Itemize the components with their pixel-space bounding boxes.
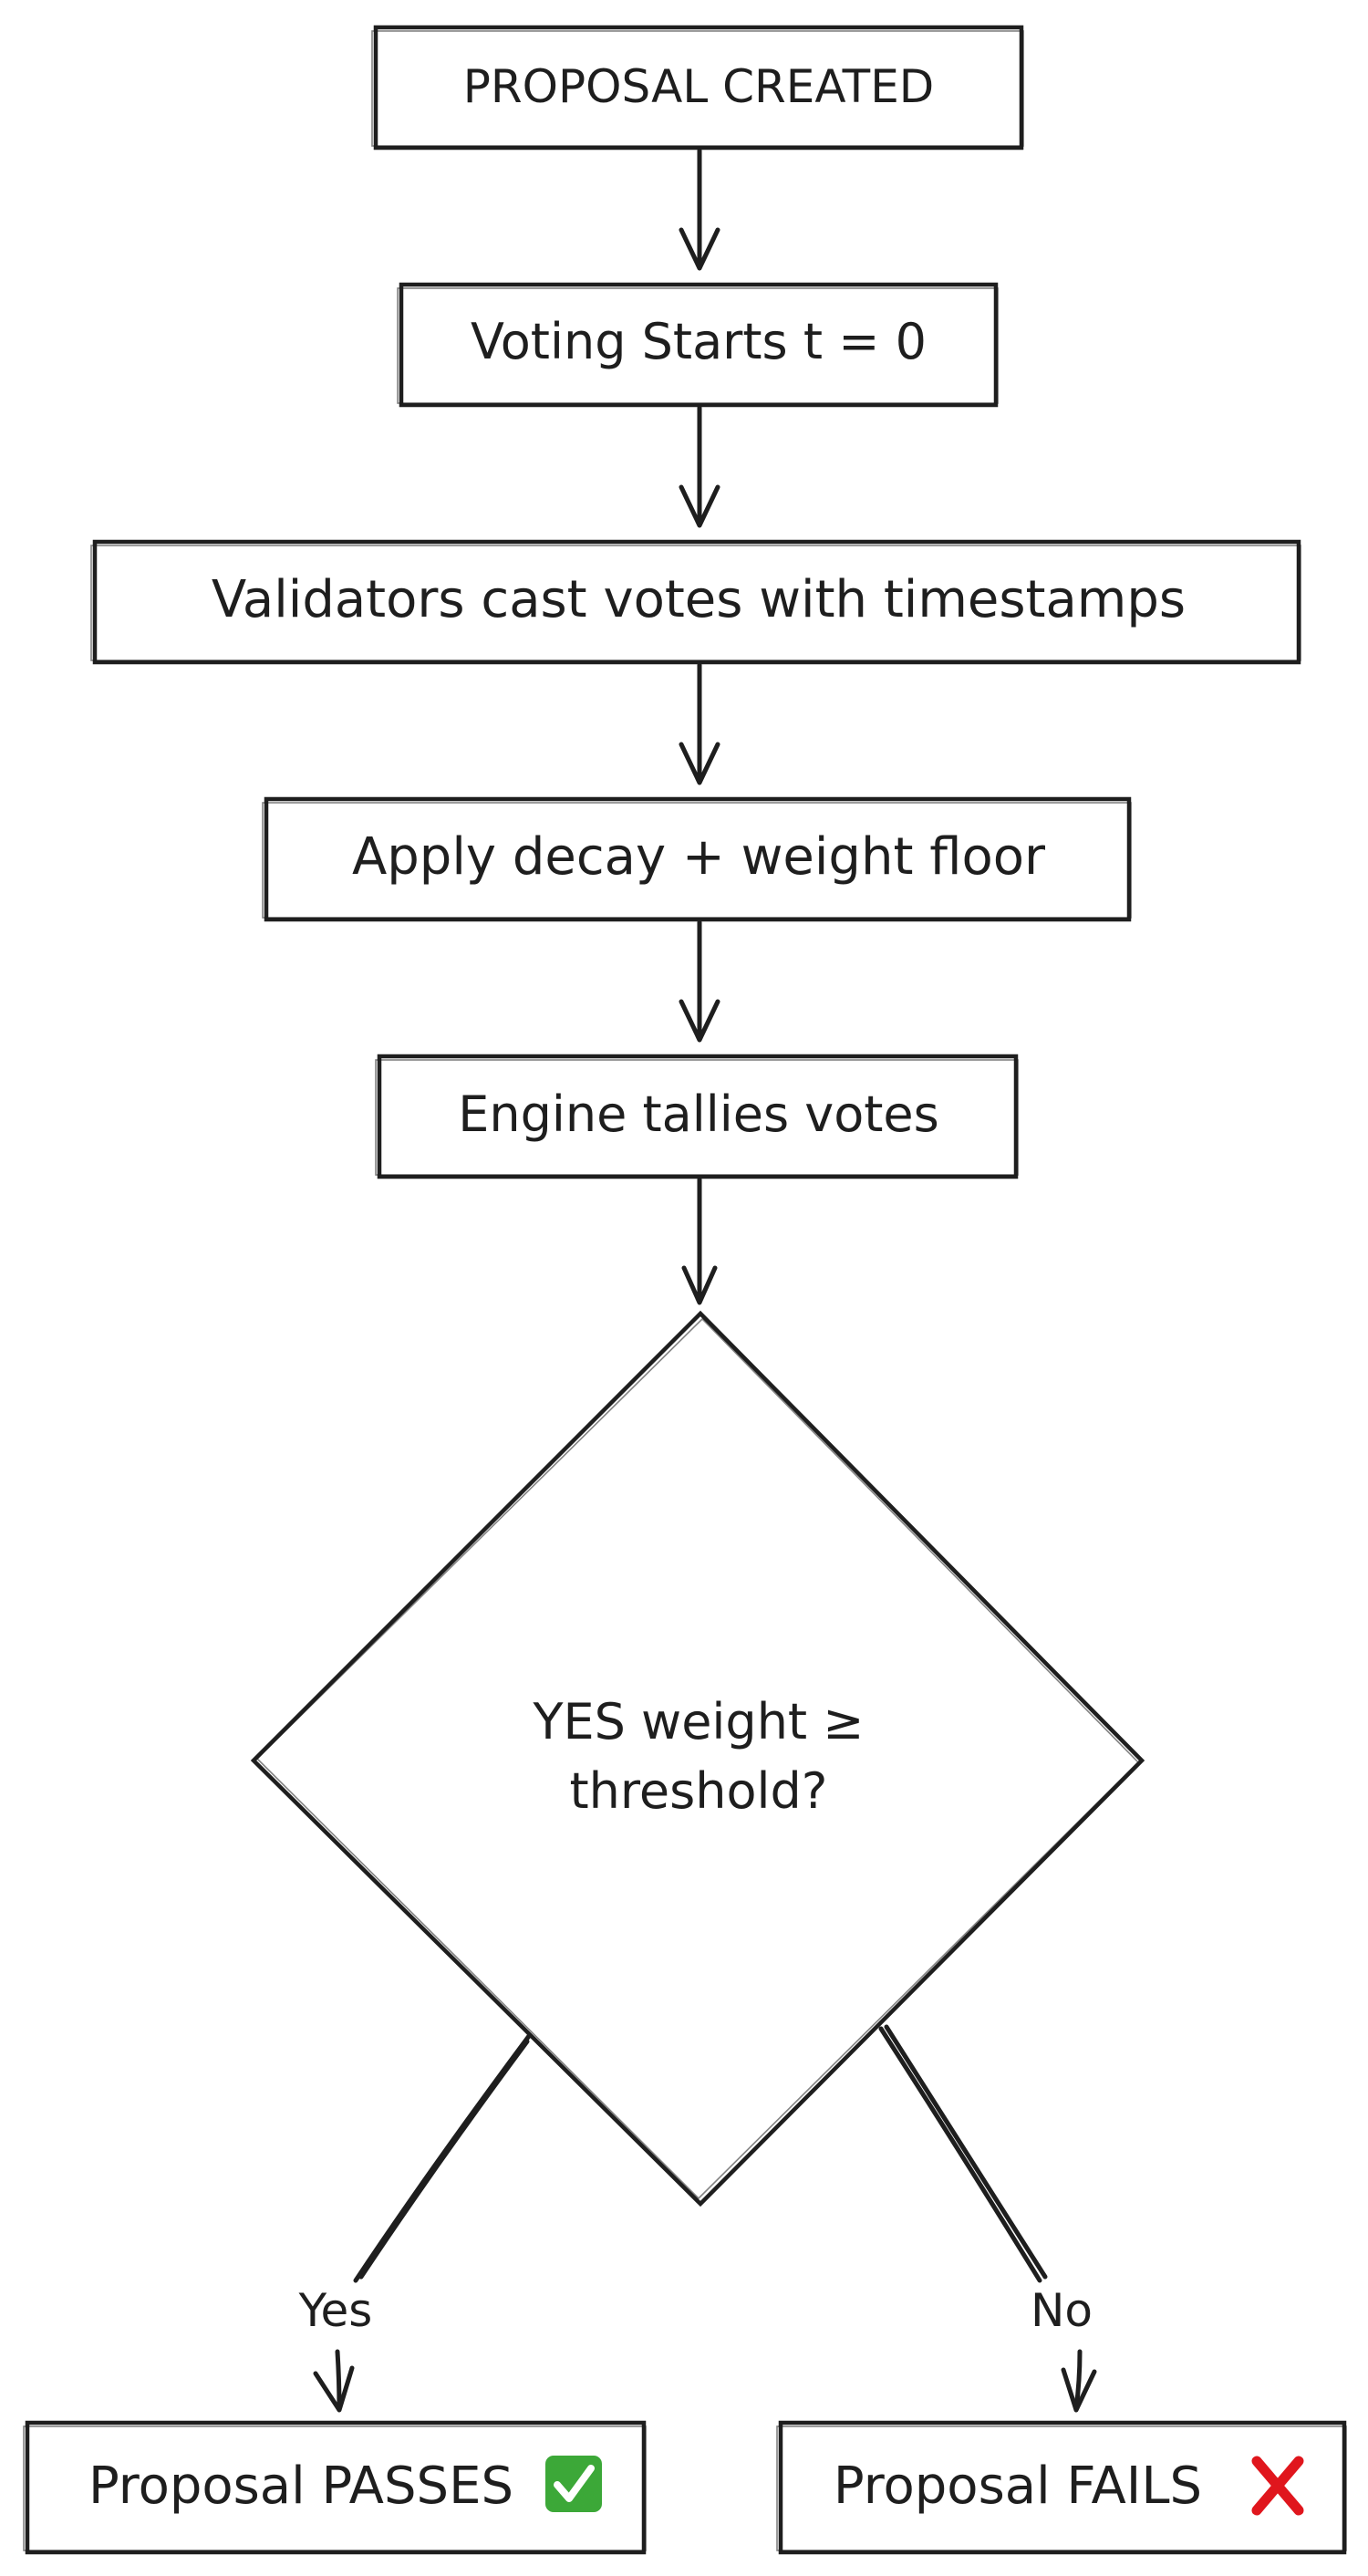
node-proposal-created-label: PROPOSAL CREATED (463, 60, 935, 113)
green-check-icon (545, 2456, 602, 2512)
red-cross-icon (1251, 2456, 1304, 2516)
node-cast-votes-label: Validators cast votes with timestamps (212, 570, 1186, 629)
decision-label-line1: YES weight ≥ (532, 1693, 864, 1750)
decision-label-line2: threshold? (570, 1762, 828, 1820)
node-voting-starts[interactable]: Voting Starts t = 0 (397, 282, 999, 408)
node-apply-decay-label: Apply decay + weight floor (352, 827, 1046, 887)
node-tally-label: Engine tallies votes (458, 1085, 939, 1143)
node-tally[interactable]: Engine tallies votes (375, 1054, 1019, 1179)
decision-diamond[interactable]: YES weight ≥ threshold? (250, 1310, 1145, 2207)
node-voting-starts-label: Voting Starts t = 0 (471, 313, 927, 370)
arrow-no-branch (878, 2024, 1097, 2413)
node-fails[interactable]: Proposal FAILS (776, 2420, 1347, 2555)
node-passes-label: Proposal PASSES (88, 2457, 513, 2516)
arrow-cast-to-decay (679, 662, 720, 785)
node-proposal-created[interactable]: PROPOSAL CREATED (371, 25, 1024, 151)
node-fails-label: Proposal FAILS (834, 2457, 1202, 2516)
arrow-tally-to-decision (681, 1177, 718, 1305)
arrow-voting-to-cast (679, 405, 720, 528)
node-passes[interactable]: Proposal PASSES (23, 2420, 647, 2555)
node-cast-votes[interactable]: Validators cast votes with timestamps (90, 539, 1301, 665)
edge-label-no: No (1031, 2284, 1093, 2337)
arrow-created-to-voting (679, 148, 720, 271)
arrow-yes-branch (313, 2033, 532, 2413)
node-apply-decay[interactable]: Apply decay + weight floor (262, 796, 1132, 922)
arrow-decay-to-tally (679, 919, 720, 1043)
edge-label-yes: Yes (298, 2284, 373, 2337)
